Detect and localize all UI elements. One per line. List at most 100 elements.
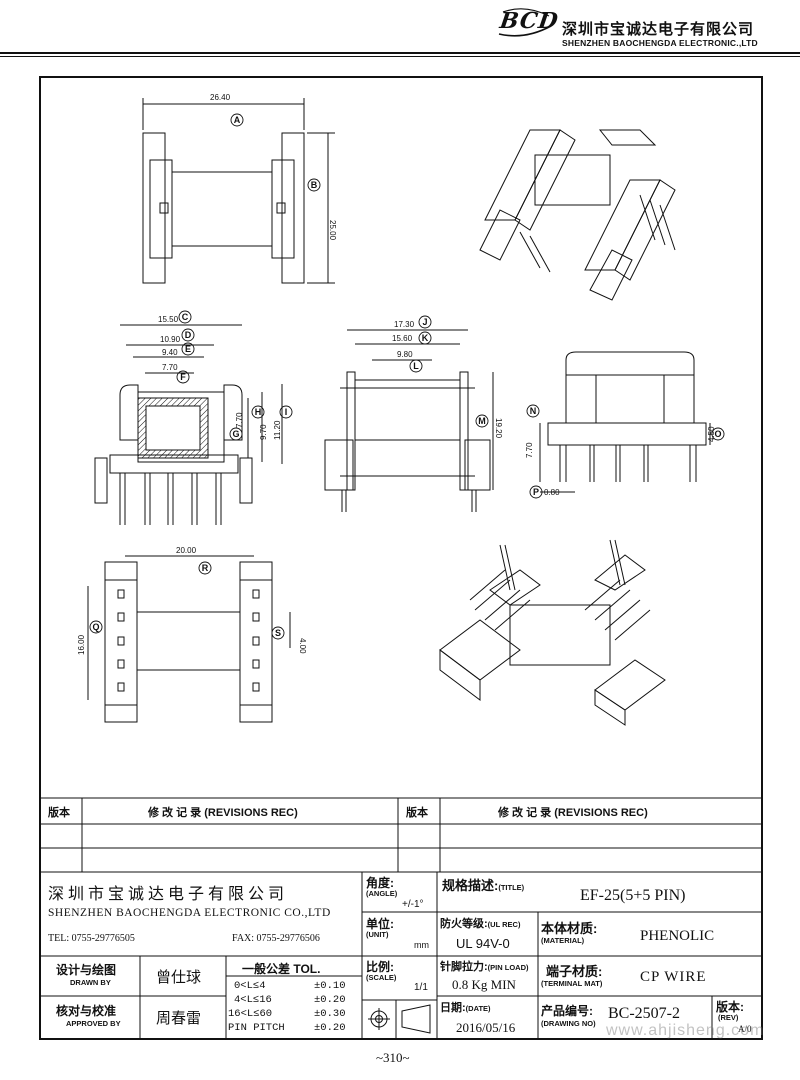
tb-approved-en: APPROVED BY — [66, 1019, 121, 1028]
rev-col-record-1: 修 改 记 录 (REVISIONS REC) — [148, 807, 298, 819]
label-E: E — [185, 344, 191, 354]
title-block-grid — [40, 872, 762, 1039]
tb-unit-en: (UNIT) — [366, 930, 389, 939]
label-D: D — [185, 330, 192, 340]
tb-ulrec-label-en: (UL REC) — [487, 920, 521, 929]
tol-row-4-range: PIN PITCH — [228, 1022, 285, 1034]
tb-angle-label: 角度: — [366, 876, 394, 890]
header-company-cn: 深圳市宝诚达电子有限公司 — [562, 21, 755, 38]
dim-9-70: 9.70 — [259, 424, 268, 440]
tb-terminal-en: (TERMINAL MAT) — [541, 979, 603, 988]
tb-tol-title: 一般公差 TOL. — [242, 962, 321, 976]
dim-7-70a: 7.70 — [162, 363, 178, 372]
tb-rev-en: (REV) — [718, 1013, 739, 1022]
tb-company-cn: 深 圳 市 宝 诚 达 电 子 有 限 公 司 — [48, 886, 285, 903]
tb-title-val: EF-25(5+5 PIN) — [580, 887, 686, 904]
label-L: L — [413, 361, 419, 371]
label-M: M — [478, 416, 486, 426]
end-view — [539, 351, 711, 493]
dim-17-30: 17.30 — [394, 320, 415, 329]
dim-7-70c: 7.70 — [525, 442, 534, 458]
dim-0-80: 0.80 — [544, 488, 560, 497]
label-K: K — [422, 333, 429, 343]
dim-9-80: 9.80 — [397, 350, 413, 359]
header-rule — [0, 52, 800, 54]
side-view — [324, 329, 494, 512]
tb-tel: TEL: 0755-29776505 — [48, 933, 135, 944]
tb-pinload-label-cn: 针脚拉力: — [440, 961, 488, 973]
dim-4-00: 4.00 — [298, 638, 307, 654]
label-J: J — [422, 317, 427, 327]
tb-ulrec-label: 防火等级:(UL REC) — [440, 915, 520, 931]
tol-row-1-val: ±0.10 — [314, 980, 346, 992]
dim-25-00: 25.00 — [328, 220, 337, 241]
tb-unit-label: 单位: — [366, 917, 394, 931]
header-rule-thin — [0, 56, 800, 57]
page-number: ~310~ — [376, 1050, 410, 1065]
dim-11-20: 11.20 — [273, 420, 282, 440]
tb-unit-val: mm — [414, 940, 429, 950]
dim-26-40: 26.40 — [210, 93, 231, 102]
dim-4-50: 4.50 — [707, 426, 716, 442]
rev-col-version-1: 版本 — [48, 807, 70, 819]
label-I: I — [285, 407, 288, 417]
dim-7-70b: 7.70 — [235, 412, 244, 428]
tb-scale-val: 1/1 — [414, 982, 428, 993]
label-R: R — [202, 563, 209, 573]
label-G: G — [232, 429, 239, 439]
tb-company-en: SHENZHEN BAOCHENGDA ELECTRONIC CO.,LTD — [48, 907, 331, 919]
label-F: F — [180, 372, 186, 382]
tol-row-2-val: ±0.20 — [314, 994, 346, 1006]
tb-rev-val: A/0 — [738, 1024, 752, 1034]
tb-drawn-label: 设计与绘图 — [56, 963, 117, 977]
callout-labels: A B C D E F G H I J K L M N O P Q R S — [89, 113, 725, 640]
tb-date-label-en: (DATE) — [465, 1004, 491, 1013]
tb-drawn-en: DRAWN BY — [70, 978, 111, 987]
label-P: P — [533, 487, 539, 497]
tb-angle-val: +/-1° — [402, 899, 424, 910]
top-view — [142, 98, 335, 284]
dim-15-60: 15.60 — [392, 334, 413, 343]
tb-drawno-label: 产品编号: — [541, 1004, 593, 1018]
label-Q: Q — [92, 622, 99, 632]
tb-pinload-label: 针脚拉力:(PIN LOAD) — [440, 958, 529, 974]
tb-title-label: 规格描述:(TITLE) — [442, 875, 524, 894]
tb-fax: FAX: 0755-29776506 — [232, 933, 320, 944]
tb-pinload-val: 0.8 Kg MIN — [452, 977, 516, 992]
sheet-border — [39, 76, 763, 1040]
tol-row-3-range: 16<L≤60 — [228, 1008, 273, 1020]
tol-row-1-range: 0<L≤4 — [234, 980, 266, 992]
tb-pinload-label-en: (PIN LOAD) — [487, 963, 529, 972]
watermark: www.ahjisheng.com — [606, 1022, 765, 1039]
label-C: C — [182, 312, 189, 322]
bottom-view — [87, 555, 291, 723]
rev-col-version-2: 版本 — [406, 807, 428, 819]
tb-date-val: 2016/05/16 — [456, 1020, 516, 1035]
dim-16-00: 16.00 — [77, 634, 86, 655]
tb-material-val: PHENOLIC — [640, 928, 715, 944]
dim-15-50: 15.50 — [158, 315, 179, 324]
tb-approved-label: 核对与校准 — [56, 1004, 117, 1018]
front-section-view — [94, 324, 283, 525]
tb-date-label-cn: 日期: — [440, 1002, 466, 1014]
dim-19-20: 19.20 — [494, 418, 503, 439]
tb-title-label-cn: 规格描述: — [442, 878, 499, 893]
rev-col-record-2: 修 改 记 录 (REVISIONS REC) — [498, 807, 648, 819]
projection-symbol-icon — [368, 1004, 431, 1034]
dim-20-00: 20.00 — [176, 546, 197, 555]
tb-ulrec-label-cn: 防火等级: — [440, 918, 488, 930]
tb-drawno-val: BC-2507-2 — [608, 1005, 680, 1022]
tol-row-2-range: 4<L≤16 — [234, 994, 272, 1006]
tb-terminal-label: 端子材质: — [546, 964, 603, 979]
tb-approved-val: 周春雷 — [156, 1011, 202, 1027]
tb-drawn-val: 曾仕球 — [156, 970, 202, 986]
dim-10-90: 10.90 — [160, 335, 181, 344]
tb-terminal-val: CP WIRE — [640, 969, 707, 985]
label-H: H — [255, 407, 262, 417]
label-S: S — [275, 628, 281, 638]
tb-ulrec-val: UL 94V-0 — [456, 936, 510, 951]
tb-drawno-en: (DRAWING NO) — [541, 1019, 596, 1028]
label-A: A — [234, 115, 241, 125]
label-N: N — [530, 406, 537, 416]
